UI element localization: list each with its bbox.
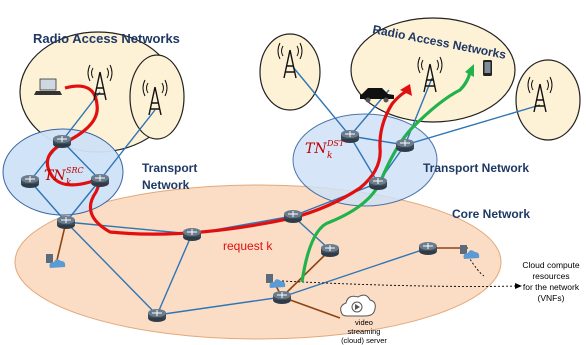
laptop-icon: [34, 78, 62, 95]
ran-right-region-c: [515, 59, 581, 141]
router-icon: [182, 227, 202, 242]
cloud-resources-label: Cloud compute resources for the network …: [522, 260, 579, 303]
svg-text:resources: resources: [532, 271, 569, 281]
router-icon: [395, 138, 415, 153]
tn-dst-label: TN k DST: [305, 139, 345, 161]
ran-left-label: Radio Access Networks: [33, 31, 180, 46]
transport-right-label: Transport Network: [423, 161, 529, 175]
router-icon: [320, 243, 340, 258]
router-icon: [147, 308, 167, 323]
svg-text:for the network: for the network: [523, 282, 580, 292]
svg-text:TN: TN: [305, 141, 327, 157]
svg-text:k: k: [66, 178, 71, 188]
core-network-label: Core Network: [452, 207, 530, 221]
svg-text:SRC: SRC: [66, 166, 84, 175]
router-icon: [56, 215, 76, 230]
router-icon: [418, 241, 438, 256]
router-icon: [368, 176, 388, 191]
svg-text:video: video: [355, 318, 373, 327]
router-icon: [283, 209, 303, 224]
transport-left-label-2: Network: [142, 178, 190, 192]
transport-left-label-1: Transport: [142, 161, 197, 175]
video-server-label: video streaming (cloud) server: [341, 318, 387, 345]
video-server-icon: [340, 294, 376, 317]
dotted-arrow-cloud-b: [467, 255, 485, 277]
request-label: request k: [223, 239, 273, 253]
svg-text:(VNFs): (VNFs): [538, 293, 565, 303]
svg-text:(cloud) server: (cloud) server: [341, 336, 387, 345]
green-path: [300, 71, 472, 283]
green-arrowhead-icon: [465, 64, 474, 77]
svg-text:DST: DST: [326, 139, 345, 148]
svg-text:k: k: [327, 151, 332, 161]
arrowhead-icon: [515, 283, 522, 289]
phone-icon: [483, 60, 492, 76]
red-arrowhead-icon: [400, 84, 412, 96]
tn-src-label: TN k SRC: [44, 166, 84, 188]
router-icon: [272, 290, 292, 305]
svg-text:streaming: streaming: [348, 327, 381, 336]
router-icon: [52, 134, 72, 149]
core-network-region: [14, 184, 502, 340]
car-icon: [360, 88, 394, 103]
svg-text:Cloud compute: Cloud compute: [522, 260, 579, 270]
router-icon: [20, 174, 40, 189]
router-icon: [90, 173, 110, 188]
dotted-arrow-cloud: [281, 280, 521, 287]
svg-text:TN: TN: [44, 168, 66, 184]
transport-src-region: [2, 128, 124, 216]
